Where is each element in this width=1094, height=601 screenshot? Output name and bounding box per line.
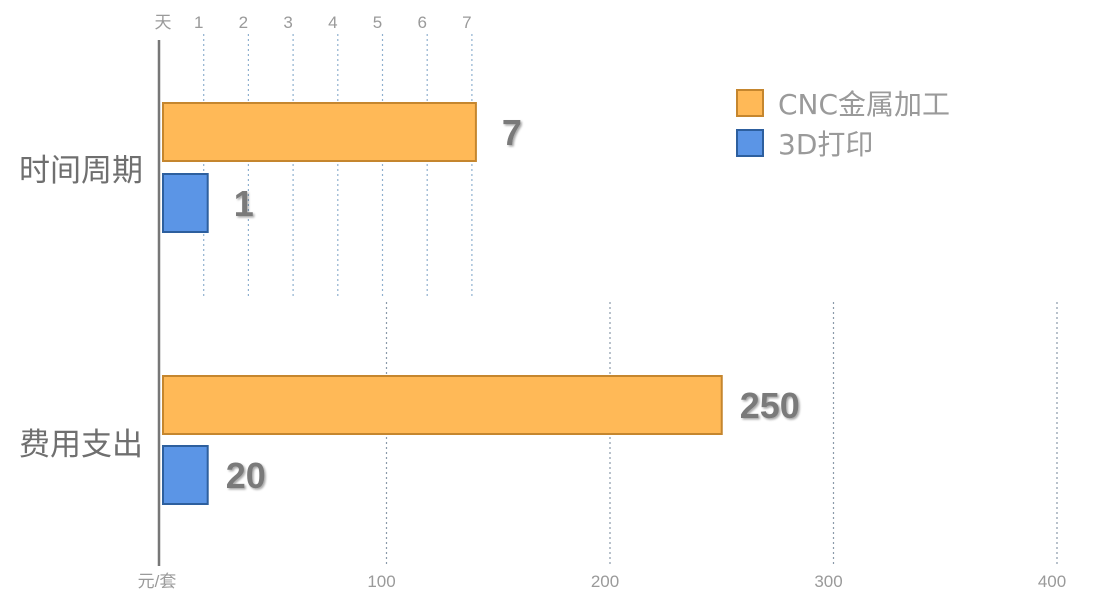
category-label: 时间周期 <box>19 153 143 189</box>
data-label: 1 <box>234 183 254 224</box>
tick-label: 3 <box>283 13 292 32</box>
tick-label: 300 <box>814 572 842 591</box>
tick-label: 7 <box>462 13 471 32</box>
bars <box>162 102 723 505</box>
bar <box>162 173 209 233</box>
axis-unit-label: 元/套 <box>138 572 177 591</box>
tick-label: 6 <box>417 13 426 32</box>
legend: CNC金属加工 3D打印 <box>736 88 950 161</box>
tick-label: 200 <box>591 572 619 591</box>
axis-unit-label: 天 <box>155 13 172 32</box>
tick-label: 2 <box>239 13 248 32</box>
category-label: 费用支出 <box>19 427 143 463</box>
bar <box>162 445 209 505</box>
tick-label: 4 <box>328 13 337 32</box>
bar <box>162 102 477 162</box>
tick-label: 1 <box>194 13 203 32</box>
tick-label: 100 <box>367 572 395 591</box>
legend-label: CNC金属加工 <box>778 88 950 121</box>
data-label: 7 <box>502 112 522 153</box>
data-label: 20 <box>226 455 266 496</box>
legend-swatch <box>736 129 764 157</box>
data-label: 250 <box>740 385 800 426</box>
legend-label: 3D打印 <box>778 128 873 161</box>
bar <box>162 375 723 435</box>
legend-swatch <box>736 89 764 117</box>
tick-label: 400 <box>1038 572 1066 591</box>
tick-label: 5 <box>373 13 382 32</box>
